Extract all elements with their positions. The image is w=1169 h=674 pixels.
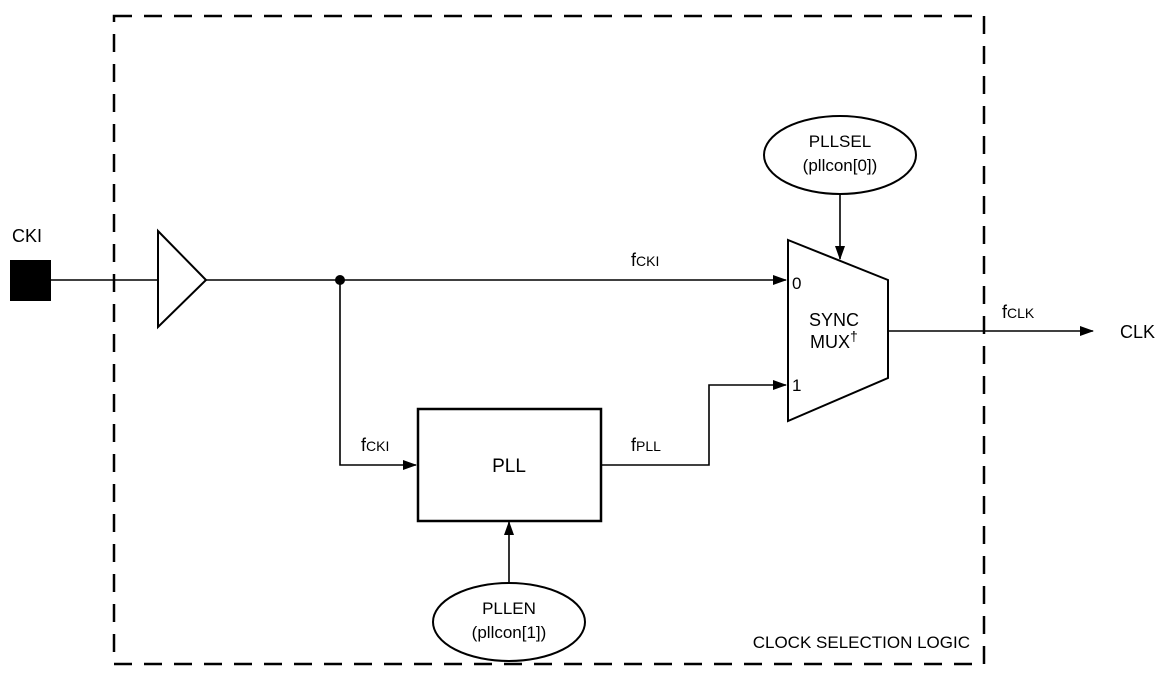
pllsel-control bbox=[763, 115, 917, 195]
pllen-line2: (pllcon[1]) bbox=[472, 623, 547, 642]
wire-fpll-to-mux bbox=[601, 380, 787, 466]
cki-pin-label: CKI bbox=[12, 226, 42, 246]
mux-label-line1: SYNC bbox=[809, 310, 859, 330]
wire-fcki-to-pll bbox=[339, 280, 417, 470]
pllsel-line1: PLLSEL bbox=[809, 132, 871, 151]
mux-label-line2: MUX† bbox=[810, 328, 858, 352]
mux-input-0-label: 0 bbox=[792, 274, 801, 293]
fcki-pll-label: fCKI bbox=[361, 435, 389, 455]
clock-selection-boundary bbox=[112, 14, 986, 666]
pllen-control bbox=[432, 582, 586, 662]
pll-block bbox=[416, 407, 603, 523]
pll-label: PLL bbox=[492, 456, 526, 477]
mux-input-1-label: 1 bbox=[792, 376, 801, 395]
pllsel-line2: (pllcon[0]) bbox=[803, 156, 878, 175]
fcki-top-label: fCKI bbox=[631, 250, 659, 270]
pllen-line1: PLLEN bbox=[482, 599, 536, 618]
boundary-label: CLOCK SELECTION LOGIC bbox=[753, 633, 970, 652]
fpll-label: fPLL bbox=[631, 435, 661, 455]
clk-output-label: CLK bbox=[1120, 322, 1155, 342]
cki-pin bbox=[10, 260, 51, 301]
input-buffer bbox=[157, 228, 208, 330]
sync-mux bbox=[787, 238, 889, 423]
fclk-label: fCLK bbox=[1002, 302, 1035, 322]
